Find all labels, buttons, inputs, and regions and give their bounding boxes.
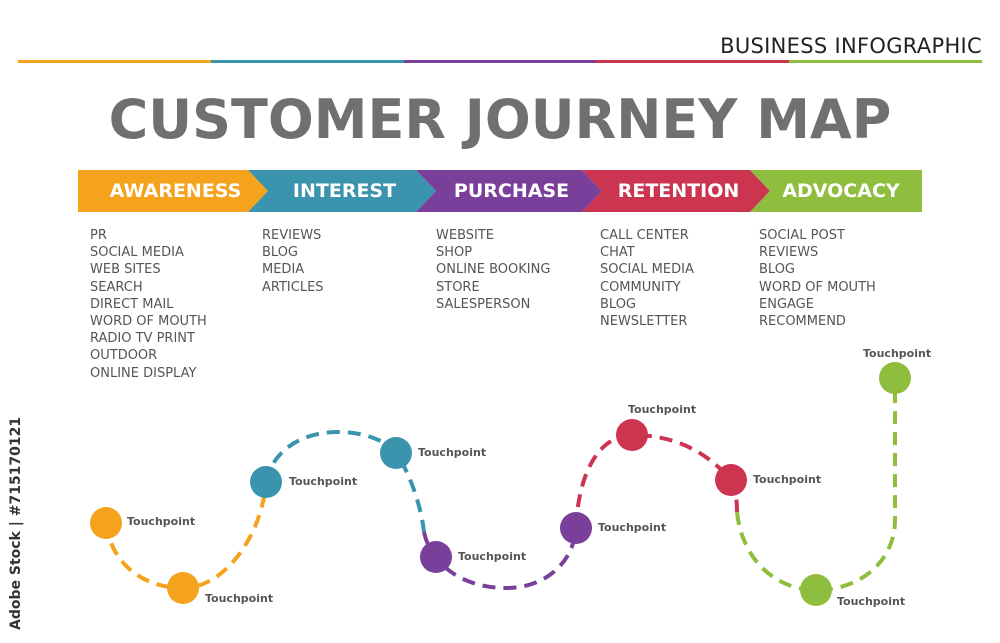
touchpoint-dot: [560, 512, 592, 544]
stage-awareness: AWARENESS: [109, 180, 242, 202]
touchpoint-dot: [715, 464, 747, 496]
stage-interest: INTEREST: [292, 180, 397, 202]
touchpoint-dot: [90, 507, 122, 539]
list-item: SOCIAL MEDIA: [90, 245, 184, 261]
awareness-channel-list: PR SOCIAL MEDIA WEB SITES SEARCH DIRECT …: [90, 227, 207, 382]
list-item: SOCIAL MEDIA: [600, 262, 694, 278]
watermark-credit: Adobe Stock | #715170121: [8, 416, 30, 630]
list-item: NEWSLETTER: [600, 314, 688, 330]
interest-channel-list: REVIEWS BLOG MEDIA ARTICLES: [262, 227, 324, 296]
touchpoint-dot: [420, 541, 452, 573]
touchpoint-dot: [879, 362, 911, 394]
touchpoint-dot: [616, 419, 648, 451]
list-item: RECOMMEND: [759, 314, 846, 330]
list-item: SEARCH: [90, 279, 143, 295]
touchpoint-label: Touchpoint: [863, 347, 932, 360]
path-segment-retention: [574, 432, 739, 529]
list-item: OUTDOOR: [90, 348, 158, 364]
stage-arrow-interest: [248, 170, 436, 212]
path-segment-awareness: [104, 481, 268, 591]
touchpoint-label: Touchpoint: [458, 550, 527, 563]
list-item: ONLINE DISPLAY: [90, 365, 197, 381]
purchase-channel-list: WEBSITE SHOP ONLINE BOOKING STORE SALESP…: [436, 227, 550, 313]
list-item: REVIEWS: [262, 228, 322, 243]
retention-channel-list: CALL CENTER CHAT SOCIAL MEDIA COMMUNITY …: [600, 227, 694, 330]
list-item: SALESPERSON: [436, 296, 531, 312]
header-rule: [18, 60, 982, 63]
list-item: BLOG: [759, 262, 796, 278]
touchpoint-label: Touchpoint: [837, 595, 906, 608]
touchpoint-label: Touchpoint: [127, 515, 196, 528]
touchpoint-label: Touchpoint: [418, 446, 487, 459]
stage-arrows: [78, 170, 922, 212]
stage-arrow-awareness: [78, 170, 268, 212]
touchpoint-label: Touchpoint: [598, 521, 667, 534]
page-title: CUSTOMER JOURNEY MAP: [108, 88, 892, 151]
list-item: COMMUNITY: [600, 279, 681, 295]
watermark-credit-text: Adobe Stock | #715170121: [8, 416, 24, 630]
stage-bar: AWARENESS INTEREST PURCHASE RETENTION AD…: [78, 170, 922, 212]
list-item: BLOG: [262, 245, 299, 261]
touchpoint-label: Touchpoint: [628, 403, 697, 416]
stage-purchase: PURCHASE: [453, 180, 570, 202]
stage-arrow-advocacy: [750, 170, 922, 212]
list-item: BLOG: [600, 296, 637, 312]
touchpoint-dot: [800, 574, 832, 606]
list-item: WEBSITE: [436, 228, 494, 243]
stage-retention: RETENTION: [617, 180, 740, 202]
list-item: DIRECT MAIL: [90, 296, 174, 312]
advocacy-channel-list: SOCIAL POST REVIEWS BLOG WORD OF MOUTH E…: [759, 227, 876, 330]
list-item: ARTICLES: [262, 279, 324, 295]
touchpoint-label: Touchpoint: [205, 592, 274, 605]
touchpoint-dot: [167, 572, 199, 604]
stage-arrow-purchase: [416, 170, 602, 212]
touchpoint-label: Touchpoint: [289, 475, 358, 488]
list-item: WORD OF MOUTH: [759, 279, 876, 295]
path-segment-interest: [264, 429, 426, 533]
path-segment-advocacy: [735, 378, 897, 593]
touchpoint-dot: [250, 466, 282, 498]
list-item: WEB SITES: [90, 262, 161, 278]
list-item: SHOP: [436, 245, 473, 261]
list-item: ENGAGE: [759, 296, 814, 312]
list-item: CALL CENTER: [600, 228, 689, 243]
list-item: STORE: [436, 279, 480, 295]
list-item: SOCIAL POST: [759, 228, 845, 243]
header-label: BUSINESS INFOGRAPHIC: [720, 34, 982, 58]
list-item: MEDIA: [262, 262, 305, 278]
list-item: REVIEWS: [759, 245, 819, 261]
stage-advocacy: ADVOCACY: [782, 180, 900, 202]
list-item: ONLINE BOOKING: [436, 262, 551, 278]
stage-arrow-retention: [582, 170, 770, 212]
list-item: CHAT: [600, 245, 635, 261]
list-item: WORD OF MOUTH: [90, 314, 207, 330]
list-item: RADIO TV PRINT: [90, 331, 195, 347]
list-item: PR: [90, 228, 107, 243]
touchpoint-dot: [380, 437, 412, 469]
touchpoint-label: Touchpoint: [753, 473, 822, 486]
